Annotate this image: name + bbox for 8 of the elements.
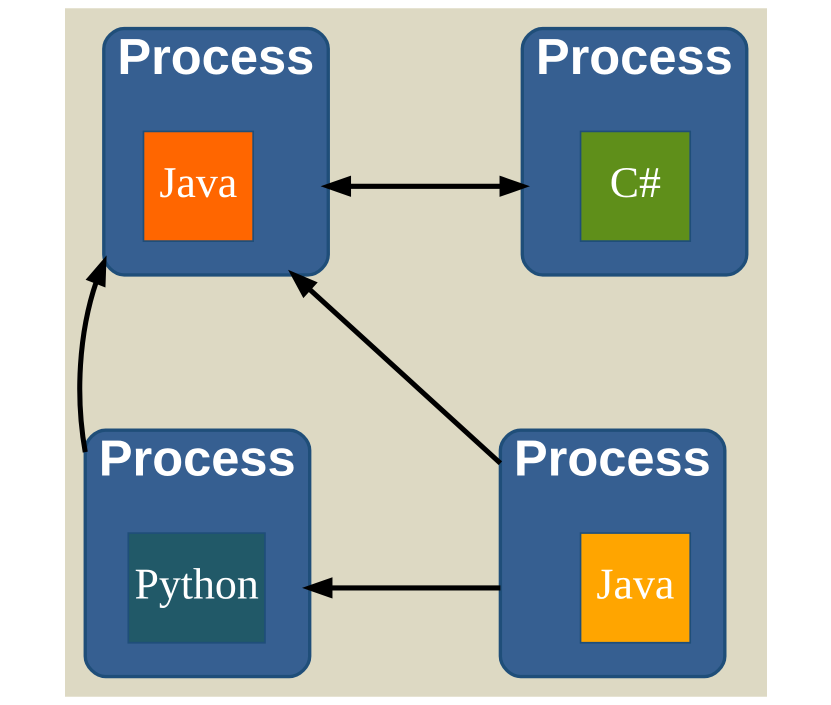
arrow	[320, 176, 530, 197]
node-box: Java	[579, 532, 691, 644]
arrow	[76, 255, 106, 453]
node-box: Java	[142, 130, 254, 242]
arrow	[302, 577, 500, 599]
arrow	[288, 270, 502, 466]
node-box: C#	[579, 130, 691, 242]
node-box: Python	[126, 532, 266, 644]
